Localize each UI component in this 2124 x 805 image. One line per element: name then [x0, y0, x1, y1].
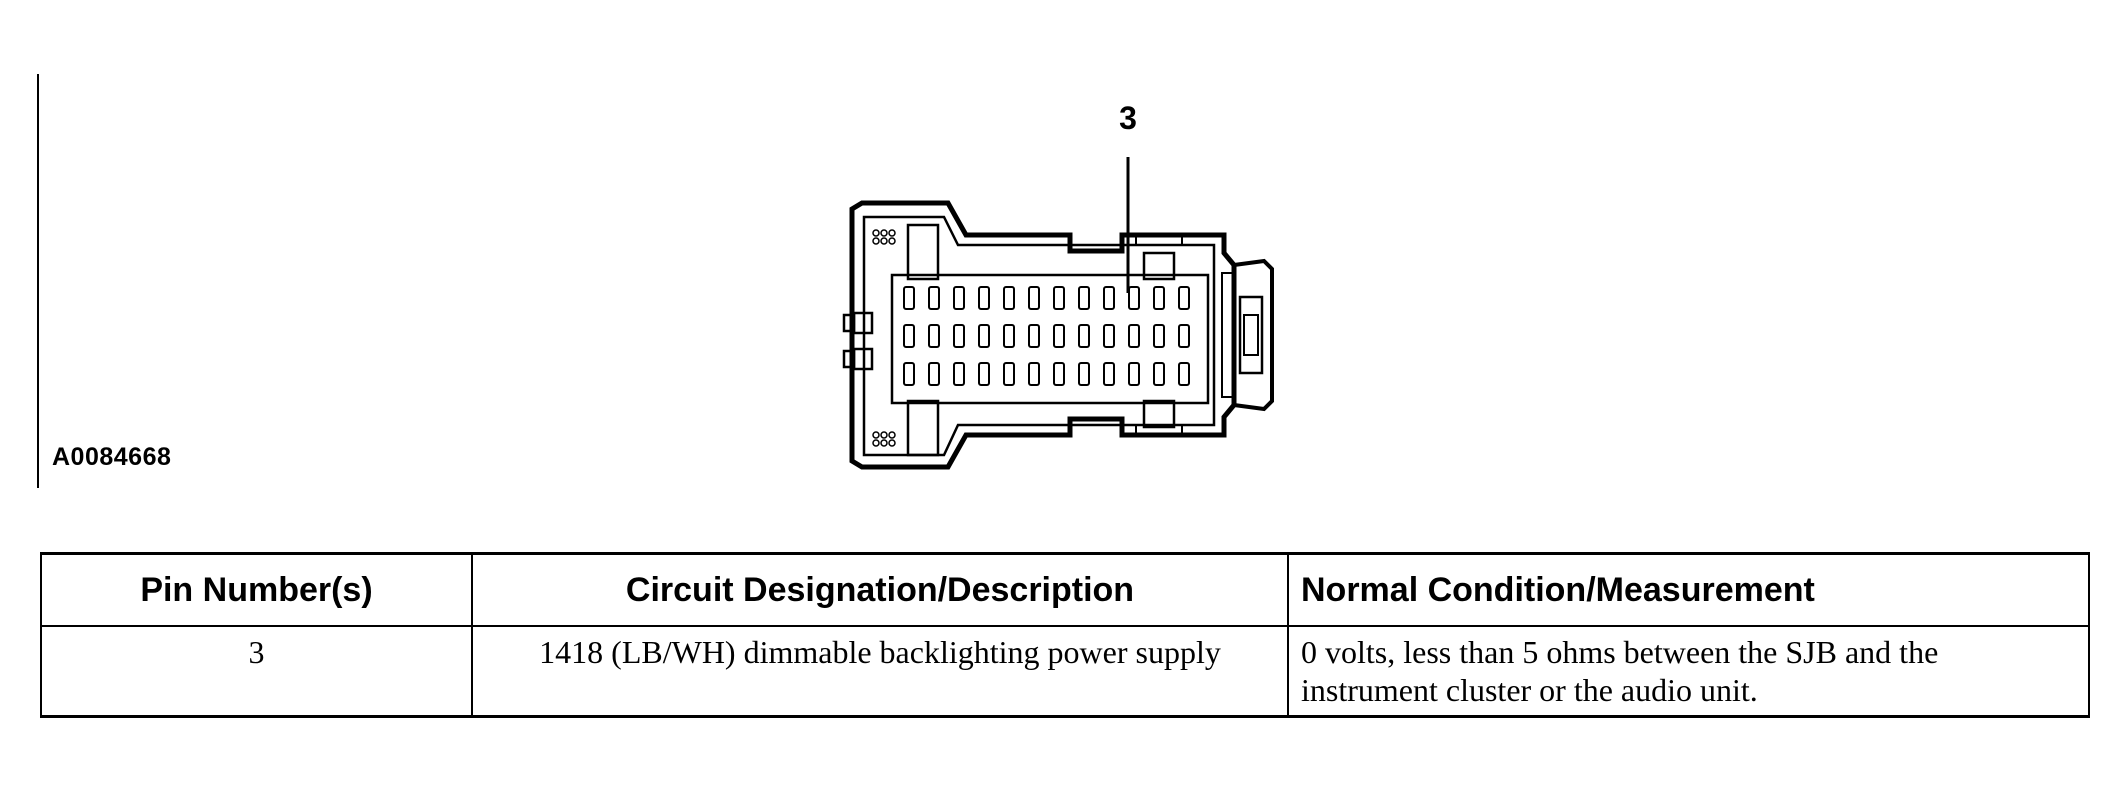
cell-circuit-description: 1418 (LB/WH) dimmable backlighting power… [472, 626, 1289, 717]
pin-cavity [1153, 286, 1165, 310]
pin-cavity [1178, 286, 1190, 310]
pin-cavity [978, 362, 990, 386]
connector-housing-outline [849, 200, 1237, 470]
pin-cavity [1053, 286, 1065, 310]
right-latch-inner [1238, 295, 1264, 375]
right-latch-housing [1233, 258, 1274, 412]
pin-cavity [1028, 286, 1040, 310]
pin-cavity [1153, 362, 1165, 386]
left-key-lower [852, 347, 874, 371]
pin-cavity [1003, 286, 1015, 310]
pin-cavity [1028, 324, 1040, 348]
pin-cavity [1078, 324, 1090, 348]
pin-cavity [1003, 324, 1015, 348]
header-circuit-description: Circuit Designation/Description [472, 553, 1289, 627]
pin-cavity [1178, 324, 1190, 348]
connector-housing-inner [862, 215, 1216, 457]
bottom-ridge-right [1135, 424, 1183, 436]
pin-cavity [928, 324, 940, 348]
left-key-upper [852, 311, 874, 335]
pin-cavity [1178, 362, 1190, 386]
pin-cavity [953, 286, 965, 310]
pin-cavity [903, 324, 915, 348]
pin-cavity [1053, 324, 1065, 348]
connector-diagram: 3 [842, 105, 1274, 470]
header-pin-numbers: Pin Number(s) [40, 553, 473, 627]
right-flange [1221, 272, 1235, 398]
pin-table: Pin Number(s) Circuit Designation/Descri… [40, 552, 2090, 718]
header-normal-condition: Normal Condition/Measurement [1288, 553, 2090, 627]
pin-cavity [1053, 362, 1065, 386]
right-latch-slot [1243, 314, 1259, 356]
pin-cavity [978, 324, 990, 348]
pin-cavity [953, 324, 965, 348]
pin-cavity [903, 286, 915, 310]
table-header-row: Pin Number(s) Circuit Designation/Descri… [40, 553, 2090, 627]
pin-cavity [903, 362, 915, 386]
pin-cavity [928, 286, 940, 310]
cell-normal-condition: 0 volts, less than 5 ohms between the SJ… [1288, 626, 2090, 717]
bottom-tab-left [906, 399, 940, 457]
pin-cavity [1078, 362, 1090, 386]
pin-field-border [890, 273, 1210, 405]
pin-cavity [1128, 324, 1140, 348]
top-ridge-right [1135, 234, 1183, 246]
pin-cavity [1003, 362, 1015, 386]
pin-cavity [953, 362, 965, 386]
pin-cavity [1128, 286, 1140, 310]
pin-cavities [903, 286, 1190, 386]
pin-cavity [1153, 324, 1165, 348]
pin-cavity [928, 362, 940, 386]
table-row: 3 1418 (LB/WH) dimmable backlighting pow… [40, 626, 2090, 717]
bottom-tab-right [1142, 399, 1176, 429]
cell-pin-number: 3 [40, 626, 473, 717]
top-tab-right [1142, 251, 1176, 281]
pin-cavity [978, 286, 990, 310]
pin-cavity [1103, 362, 1115, 386]
top-tab-left [906, 223, 940, 281]
pin-cavity [1128, 362, 1140, 386]
figure-id: A0084668 [52, 443, 172, 471]
pin-cavity [1028, 362, 1040, 386]
pin-cavity [1078, 286, 1090, 310]
callout-number: 3 [1119, 105, 1137, 136]
pin-cavity [1103, 286, 1115, 310]
marker-dots-top [872, 229, 896, 245]
marker-dots-bottom [872, 431, 896, 447]
pin-cavity [1103, 324, 1115, 348]
revision-bar [37, 74, 39, 488]
